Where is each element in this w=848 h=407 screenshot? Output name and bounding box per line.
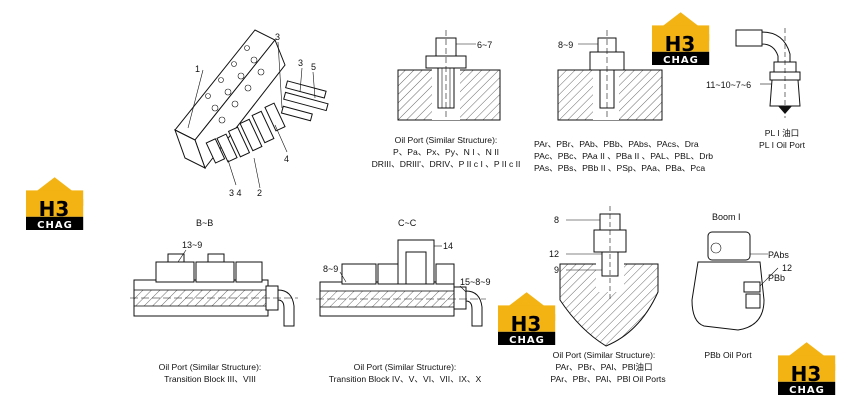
pa-title: Oil Port (Similar Structure): (553, 350, 656, 360)
callout-5: 5 (311, 62, 316, 72)
callout-15-8-9: 15~8~9 (460, 277, 491, 287)
port-a-line1: P、Pa、Px、Py、N I 、N II (393, 147, 499, 157)
port-b-line3: PAs、PBs、PBb II 、PSp、PAa、PBa、Pca (534, 163, 705, 173)
callout-34: 3 4 (229, 188, 242, 198)
boom-detail: Boom I PAbs 12 PBb (691, 212, 792, 331)
callout-pa-8: 8 (554, 215, 559, 225)
callout-3a: 3 (275, 32, 280, 42)
callout-6-7: 6~7 (477, 40, 492, 50)
port-a-line2: DRIII、DRIII'、DRIV、P II c I 、P II c II (372, 159, 521, 169)
port-a-title: Oil Port (Similar Structure): (395, 135, 498, 145)
callout-cc-8-9: 8~9 (323, 264, 338, 274)
leader-1 (187, 69, 204, 129)
angle-fittings (280, 80, 329, 122)
logo-mark: H3 (39, 197, 70, 221)
section-cc: C~C 14 8~9 15~8~9 (316, 218, 491, 327)
logo-sub: CHAG (509, 335, 545, 346)
fitting-row (205, 102, 286, 164)
bb-sub: Transition Block III、VIII (164, 374, 256, 384)
section-cc-label: C~C (398, 218, 417, 228)
logo-mark: H3 (791, 362, 822, 386)
callout-4: 4 (284, 154, 289, 164)
pl1-line2: PL I Oil Port (759, 140, 806, 150)
callout-8-9: 8~9 (558, 40, 573, 50)
pa-line2: PAr、PBr、PAl、PBl Oil Ports (550, 374, 665, 384)
leader-3a (277, 41, 283, 109)
callout-3b: 3 (298, 58, 303, 68)
boom-pbb-label: PBb (768, 273, 785, 283)
section-bb-label: B~B (196, 218, 213, 228)
logo-bottom-right: H3 CHAG (778, 342, 836, 396)
logo-sub: CHAG (663, 55, 699, 66)
callout-pa-9: 9 (554, 265, 559, 275)
port-detail-a: 6~7 (397, 30, 501, 121)
logo-sub: CHAG (789, 385, 825, 396)
logo-bottom-center: H3 CHAG (498, 292, 556, 346)
callout-pl1: 11~10~7~6 (706, 80, 751, 90)
pa-line1: PAr、PBr、PAl、PBl油口 (555, 361, 652, 372)
port-b-line1: PAr、PBr、PAb、PBb、PAbs、PAcs、Dra (534, 139, 699, 149)
port-b-line2: PAc、PBc、PAa II 、PBa II 、PAL、PBL、Drb (534, 151, 713, 161)
block-port-holes (205, 45, 265, 124)
leader-34 (227, 159, 237, 186)
cc-sub: Transition Block IV、V、VI、VII、IX、X (329, 374, 482, 384)
pl1-port-detail: 11~10~7~6 (706, 28, 801, 118)
pl1-line1: PL I 油口 (765, 127, 800, 138)
logo-sub: CHAG (37, 220, 73, 231)
logo-top-center: H3 CHAG (652, 12, 710, 66)
callout-2: 2 (257, 188, 262, 198)
leader-4 (274, 124, 288, 153)
valve-block-assembly: 1 3 3 5 4 2 3 4 (174, 29, 329, 198)
logo-mark: H3 (665, 32, 696, 56)
logo-left: H3 CHAG (26, 177, 84, 231)
callout-13-9: 13~9 (182, 240, 202, 250)
leader-3b (299, 67, 303, 93)
callout-pa-12: 12 (549, 249, 559, 259)
boom-caption: PBb Oil Port (704, 350, 752, 360)
callout-14: 14 (443, 241, 453, 251)
leader-5 (312, 71, 316, 99)
bb-title: Oil Port (Similar Structure): (159, 362, 262, 372)
callout-boom-12: 12 (782, 263, 792, 273)
leader-2 (253, 157, 261, 189)
boom-pabs-label: PAbs (768, 250, 789, 260)
logo-mark: H3 (511, 312, 542, 336)
cc-title: Oil Port (Similar Structure): (354, 362, 457, 372)
section-bb: B~B 13~9 (130, 218, 298, 327)
port-detail-b: 8~9 (557, 30, 663, 121)
pa-port-detail: 8 12 9 (549, 206, 659, 347)
boom-title: Boom I (712, 212, 741, 222)
callout-1: 1 (195, 64, 200, 74)
